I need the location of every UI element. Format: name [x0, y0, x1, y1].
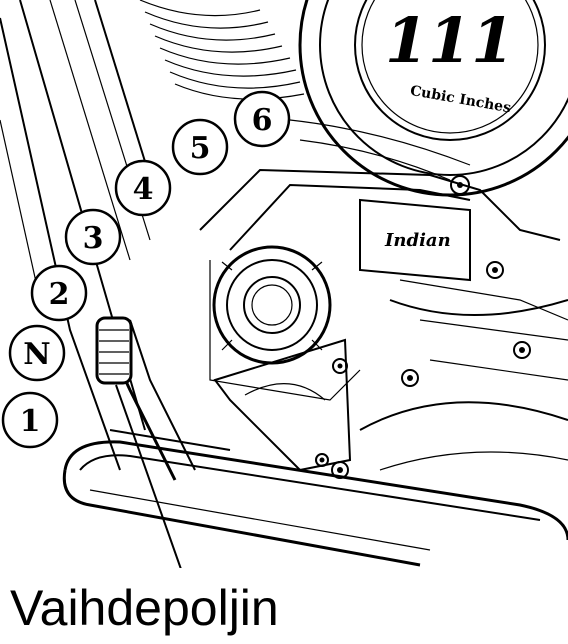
gear-3-label: 3	[83, 221, 104, 256]
cubic-inches-text: Cubic Inches	[409, 83, 512, 116]
gear-5-marker: 5	[171, 118, 229, 176]
gear-1-label: 1	[20, 404, 41, 439]
gear-6-label: 6	[252, 103, 273, 138]
gear-2-label: 2	[49, 277, 70, 312]
gear-2-marker: 2	[30, 264, 88, 322]
brand-logo: Indian	[384, 230, 451, 251]
gear-6-marker: 6	[233, 90, 291, 148]
floorboard	[62, 440, 568, 567]
gear-3-marker: 3	[64, 208, 122, 266]
cc-number-logo: 111	[385, 4, 514, 77]
crankcase	[199, 119, 568, 471]
gear-n-label: N	[23, 337, 50, 372]
frame-lines	[0, 0, 161, 471]
gear-4-label: 4	[133, 172, 154, 207]
gear-5-label: 5	[190, 131, 211, 166]
gear-4-marker: 4	[114, 159, 172, 217]
leader-line	[115, 384, 183, 573]
shift-pedal-caption: Vaihdepoljin	[10, 580, 279, 636]
cylinder-fins	[139, 0, 305, 100]
linkage-plate	[213, 338, 352, 472]
shift-pedal-peg	[95, 316, 133, 385]
gear-n-marker: N	[8, 324, 66, 382]
gear-1-marker: 1	[1, 391, 59, 449]
shift-shaft-housing	[212, 245, 332, 365]
